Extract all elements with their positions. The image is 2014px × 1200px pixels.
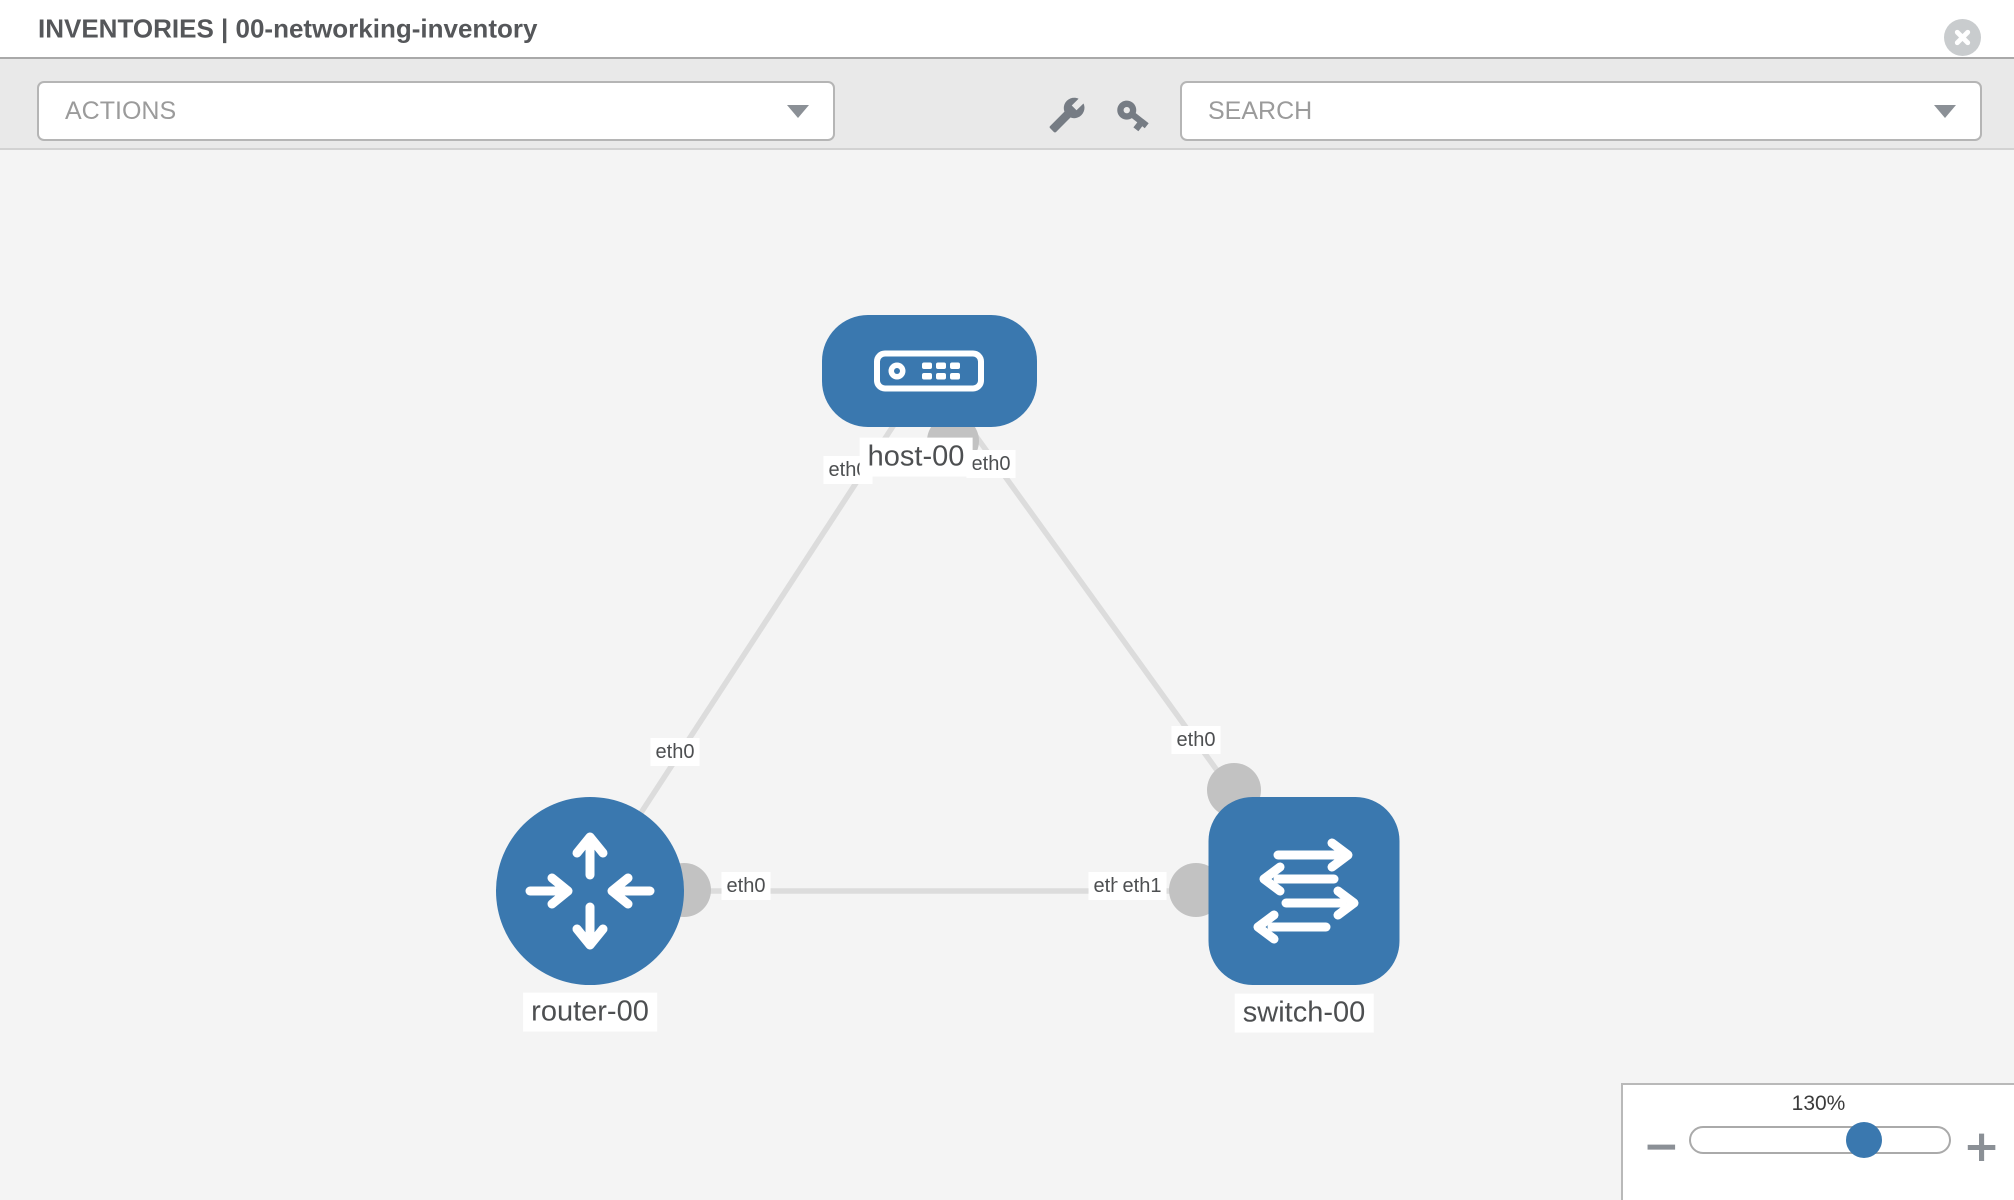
node-label-host-00: host-00 xyxy=(859,437,973,477)
close-icon xyxy=(1954,29,1971,46)
interface-label: eth0 xyxy=(650,738,700,766)
credentials-button[interactable] xyxy=(1114,96,1152,134)
interface-label: eth0 xyxy=(1171,726,1221,754)
configure-button[interactable] xyxy=(1048,96,1086,134)
page-title: INVENTORIES | 00-networking-inventory xyxy=(38,13,538,43)
node-router-00[interactable] xyxy=(496,797,684,985)
interface-label: eth1 xyxy=(1117,872,1167,900)
topology-graph xyxy=(496,315,1400,985)
zoom-level: 130% xyxy=(1791,1092,1846,1115)
zoom-out-button[interactable]: − xyxy=(1643,1121,1680,1172)
zoom-in-button[interactable]: + xyxy=(1963,1121,2000,1172)
search-dropdown[interactable]: SEARCH xyxy=(1180,81,1982,141)
node-host-00[interactable] xyxy=(822,315,1037,427)
zoom-slider-thumb[interactable] xyxy=(1846,1122,1882,1158)
node-label-router-00: router-00 xyxy=(523,992,657,1032)
zoom-panel: 130% − + xyxy=(1621,1083,2014,1200)
interface-label: eth0 xyxy=(721,872,771,900)
key-icon xyxy=(1117,100,1149,132)
header: INVENTORIES | 00-networking-inventory xyxy=(0,0,2014,57)
zoom-slider[interactable] xyxy=(1689,1122,1951,1158)
wrench-icon xyxy=(1049,97,1085,133)
interface-label: eth0 xyxy=(966,450,1016,478)
interface-ports xyxy=(657,415,1261,917)
actions-dropdown-label: ACTIONS xyxy=(65,96,177,125)
close-button[interactable] xyxy=(1944,19,1981,56)
host-icon xyxy=(874,350,984,392)
switch-icon xyxy=(1253,838,1359,944)
node-label-switch-00: switch-00 xyxy=(1234,993,1374,1033)
chevron-down-icon xyxy=(1934,105,1956,118)
topology-canvas[interactable]: eth0 eth0 eth0 eth0 eth0 eth0 eth1 host-… xyxy=(0,150,2014,1200)
node-switch-00[interactable] xyxy=(1208,797,1400,985)
chevron-down-icon xyxy=(787,105,809,118)
router-icon xyxy=(525,832,655,950)
actions-dropdown[interactable]: ACTIONS xyxy=(37,81,835,141)
search-dropdown-label: SEARCH xyxy=(1208,96,1313,125)
